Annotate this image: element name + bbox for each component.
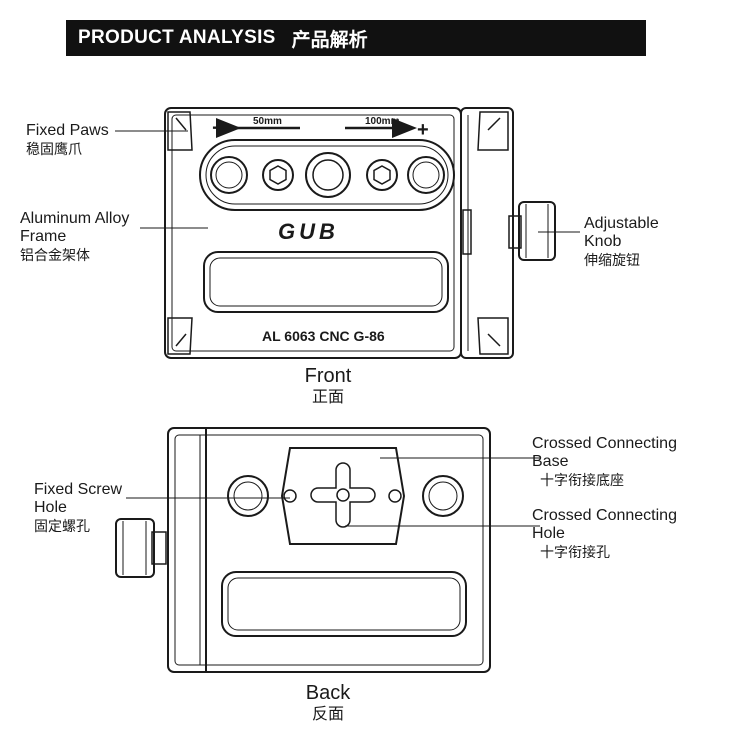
label-fixed-paws-en: Fixed Paws <box>26 122 109 139</box>
caption-front-en: Front <box>304 365 352 387</box>
dim-minus: − <box>212 115 225 140</box>
header-bar: PRODUCT ANALYSIS 产品解析 <box>66 20 646 56</box>
label-base-cn: 十字衔接底座 <box>540 473 624 489</box>
paw-top-right <box>477 111 509 151</box>
front-leaders <box>115 130 580 233</box>
caption-front: Front 正面 <box>268 365 388 407</box>
header-title-en: PRODUCT ANALYSIS <box>78 27 276 48</box>
label-fixed-paws-cn: 稳固鹰爪 <box>26 142 82 158</box>
back-view <box>115 427 491 673</box>
label-frame-en-1: Aluminum Alloy <box>20 210 130 227</box>
model-text: AL 6063 CNC G-86 <box>262 328 385 344</box>
caption-back-cn: 反面 <box>311 704 344 723</box>
label-hole-en-1: Crossed Connecting <box>532 507 677 524</box>
label-frame-cn: 铝合金架体 <box>20 248 90 264</box>
label-hole-cn: 十字衔接孔 <box>540 545 610 561</box>
label-crossed-hole: Crossed Connecting Hole 十字衔接孔 <box>532 507 677 563</box>
front-view <box>164 107 556 359</box>
cross-hole <box>310 462 376 528</box>
dim-plus: + <box>417 119 429 141</box>
front-hole-slot <box>199 139 455 211</box>
knob-body <box>518 201 556 261</box>
caption-front-cn: 正面 <box>311 387 344 406</box>
paw-top-left <box>167 111 193 151</box>
label-knob-en-2: Knob <box>584 233 622 250</box>
header-title-cn: 产品解析 <box>291 29 368 51</box>
dim-right-label: 100mm <box>365 116 400 127</box>
back-body <box>167 427 491 673</box>
label-knob: Adjustable Knob 伸缩旋钮 <box>584 215 659 271</box>
label-screw-en-1: Fixed Screw <box>34 481 123 498</box>
front-side-clamp <box>460 107 514 359</box>
label-fixed-paws: Fixed Paws 稳固鹰爪 <box>26 122 109 160</box>
caption-back: Back 反面 <box>268 682 388 724</box>
label-crossed-base: Crossed Connecting Base 十字衔接底座 <box>532 435 677 491</box>
label-base-en-1: Crossed Connecting <box>532 435 677 452</box>
brand-logo: GUB <box>278 219 339 244</box>
crossed-base <box>280 447 406 545</box>
back-lower-slot <box>221 571 467 637</box>
label-hole-en-2: Hole <box>532 525 565 542</box>
back-leaders <box>126 457 540 527</box>
back-knob-body <box>115 518 155 578</box>
label-screw-cn: 固定螺孔 <box>34 519 90 535</box>
paw-bottom-left <box>167 317 193 355</box>
dim-left-label: 50mm <box>253 116 282 127</box>
label-knob-cn: 伸缩旋钮 <box>584 253 640 269</box>
label-screw-en-2: Hole <box>34 499 67 516</box>
label-frame-en-2: Frame <box>20 228 67 245</box>
knob-stem <box>508 215 522 249</box>
caption-back-en: Back <box>305 682 351 704</box>
label-base-en-2: Base <box>532 453 569 470</box>
label-screw-hole: Fixed Screw Hole 固定螺孔 <box>34 481 122 537</box>
label-frame: Aluminum Alloy Frame 铝合金架体 <box>20 210 129 266</box>
back-knob-stem <box>151 531 167 565</box>
paw-bottom-right <box>477 317 509 355</box>
label-knob-en-1: Adjustable <box>584 215 659 232</box>
front-lower-slot <box>203 251 449 313</box>
